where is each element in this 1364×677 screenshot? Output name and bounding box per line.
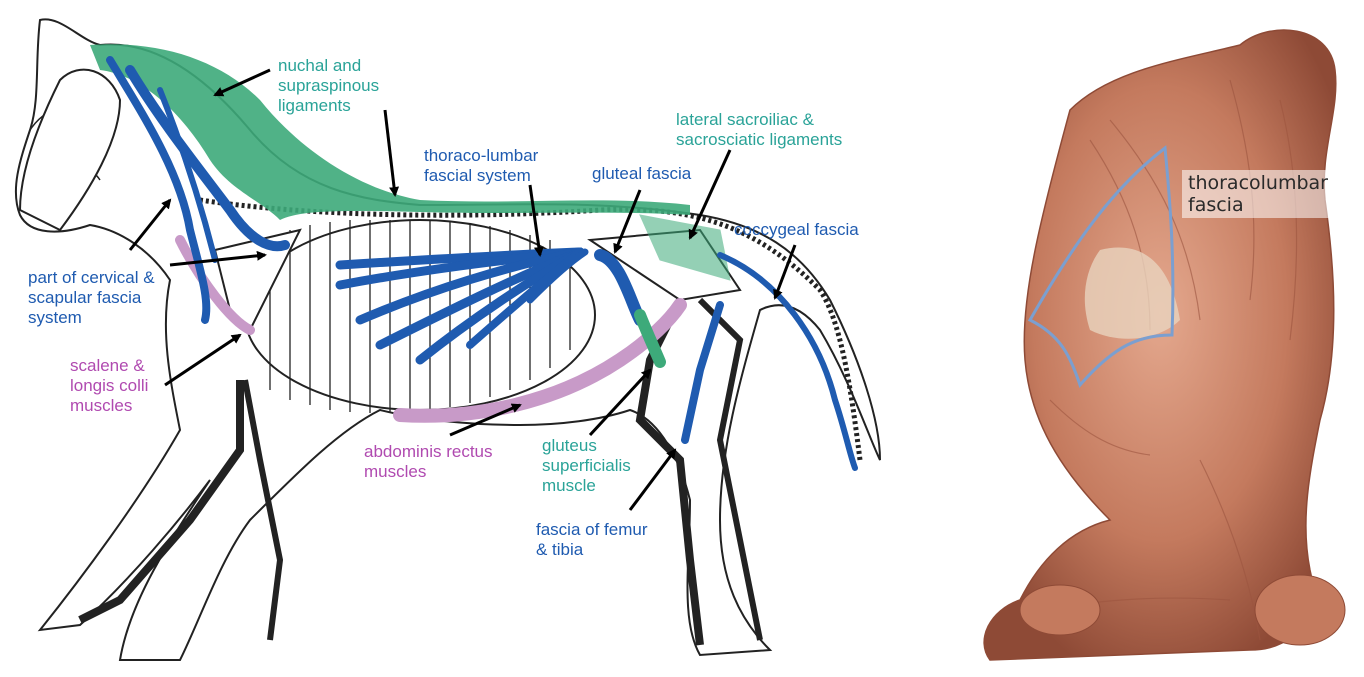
label-thoracolumbar-fascia: thoracolumbar fascia	[1182, 170, 1334, 218]
label-gluteus-superficialis: gluteus superficialis muscle	[542, 436, 631, 496]
label-gluteal-fascia: gluteal fascia	[592, 164, 691, 184]
human-back	[984, 30, 1336, 660]
femur-fascia	[685, 305, 720, 440]
label-lateral-sacroiliac: lateral sacroiliac & sacrosciatic ligame…	[676, 110, 842, 150]
label-scalene: scalene & longis colli muscles	[70, 356, 148, 416]
label-abdominis-rectus: abdominis rectus muscles	[364, 442, 493, 482]
label-thoraco-lumbar: thoraco-lumbar fascial system	[424, 146, 538, 186]
label-nuchal-ligaments: nuchal and supraspinous ligaments	[278, 56, 379, 116]
coccygeal-fascia-line	[720, 255, 855, 468]
human-drawing	[984, 30, 1345, 660]
label-fascia-femur: fascia of femur & tibia	[536, 520, 648, 560]
rib-cage	[245, 220, 595, 410]
label-coccygeal-fascia: coccygeal fascia	[734, 220, 859, 240]
label-cervical-fascia: part of cervical & scapular fascia syste…	[28, 268, 155, 328]
